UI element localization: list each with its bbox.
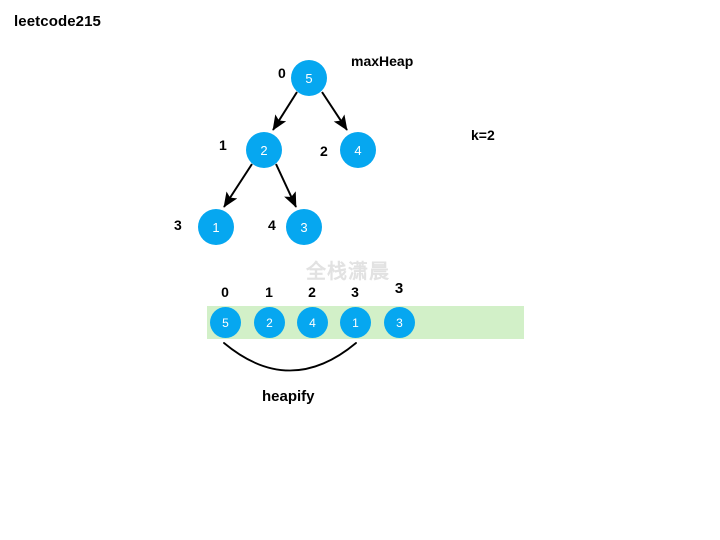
array-index-label-3: 3 [351,284,359,300]
heapify-label: heapify [262,388,315,405]
tree-edges [223,91,348,208]
array-index-label-4: 3 [394,280,404,297]
tree-index-label-3: 3 [174,217,182,233]
array-index-label-2: 2 [308,284,316,300]
k-value-label: k=2 [471,127,495,143]
array-cell-1[interactable]: 2 [254,307,285,338]
tree-node-5[interactable]: 5 [291,60,327,96]
tree-node-2[interactable]: 2 [246,132,282,168]
edge-5-to-2 [272,91,298,131]
max-heap-caption: maxHeap [351,53,414,69]
array-cell-3[interactable]: 1 [340,307,371,338]
tree-index-label-4: 4 [268,217,276,233]
tree-index-label-1: 1 [219,137,227,153]
array-cell-2[interactable]: 4 [297,307,328,338]
tree-index-label-2: 2 [320,143,328,159]
array-index-label-1: 1 [265,284,273,300]
array-index-label-0: 0 [221,284,229,300]
edge-2-to-3 [275,163,297,208]
tree-index-label-0: 0 [278,65,286,81]
heapify-curve [223,342,357,372]
watermark: 全栈潇晨 [306,259,390,283]
edge-5-to-4 [321,91,348,131]
array-cell-0[interactable]: 5 [210,307,241,338]
edge-2-to-1 [223,163,253,208]
tree-node-1[interactable]: 1 [198,209,234,245]
tree-node-3[interactable]: 3 [286,209,322,245]
tree-node-4[interactable]: 4 [340,132,376,168]
array-cell-4[interactable]: 3 [384,307,415,338]
page-title: leetcode215 [14,13,101,30]
